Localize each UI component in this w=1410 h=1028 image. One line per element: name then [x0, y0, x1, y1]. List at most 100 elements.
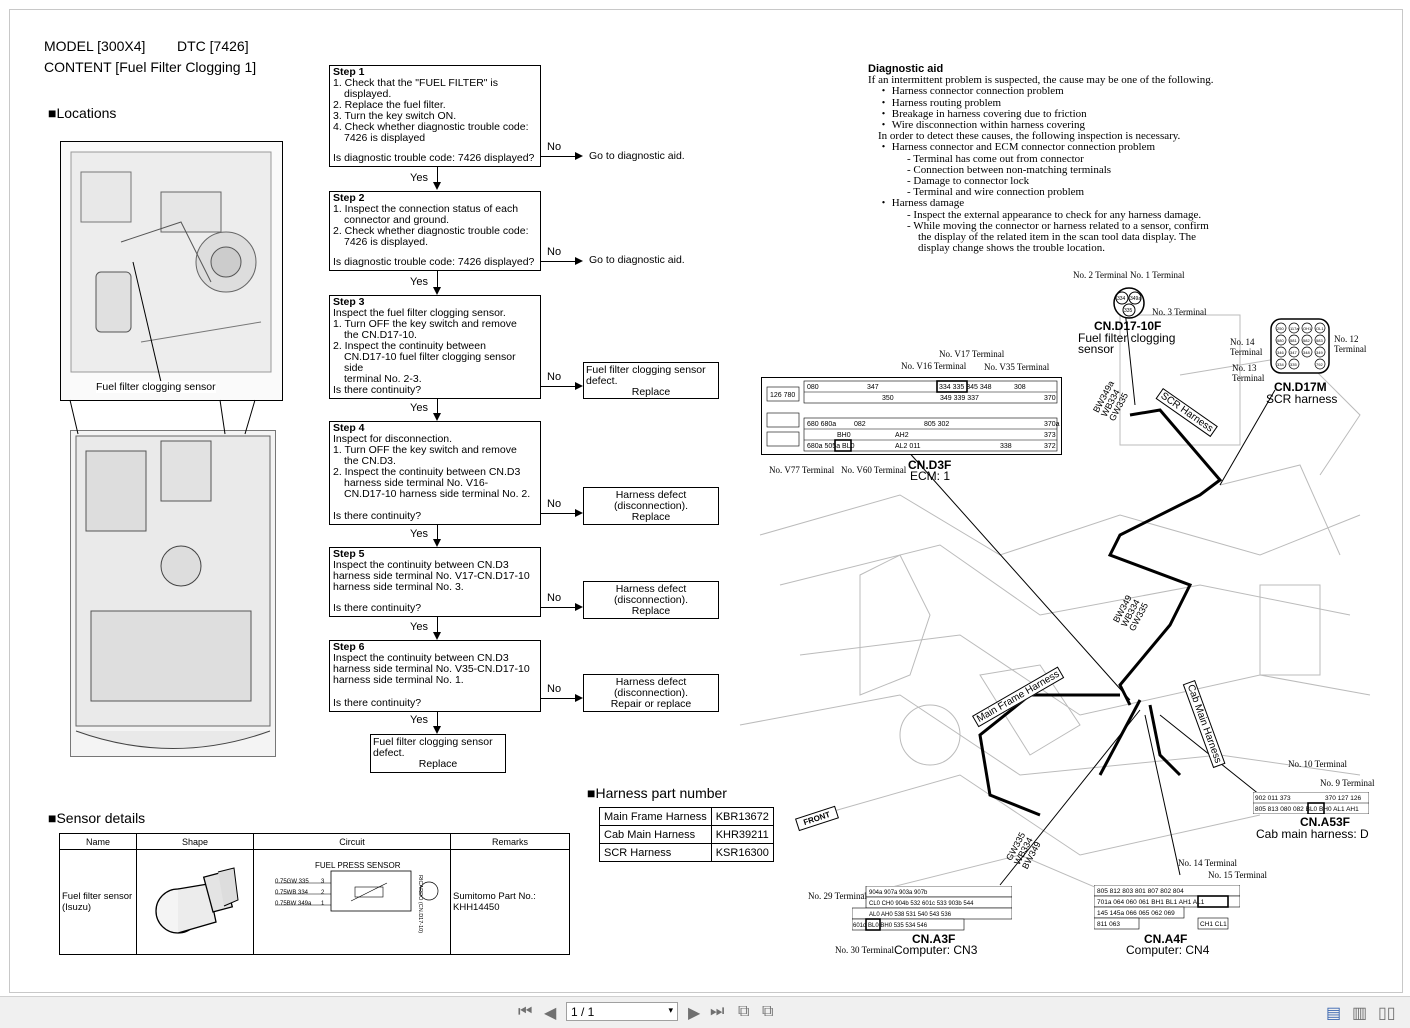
step-1-line: 1. Check that the "FUEL FILTER" is [333, 77, 499, 89]
step-1-line: displayed. [344, 88, 392, 100]
svg-text:350: 350 [882, 395, 894, 402]
cn-d17m-desc: SCR harness [1266, 392, 1338, 406]
tv77-label: No. V77 Terminal [769, 465, 835, 475]
step-2-line: 1. Inspect the connection status of each [333, 203, 519, 215]
pin-label: OL1 [1316, 326, 1324, 331]
cn-a4f-grid: 805 812 803 801 807 802 804 701a 064 060… [1093, 884, 1241, 930]
sensor-details-table: Name Shape Circuit Remarks Fuel filter s… [59, 833, 570, 955]
diag-line: - Damage to connector lock [907, 175, 1030, 188]
step-2-box: Step 2 1. Inspect the connection status … [329, 191, 541, 271]
diag-line: - Terminal has come out from connector [907, 152, 1084, 165]
page-number-value: 1 / 1 [571, 1005, 595, 1019]
svg-text:347: 347 [867, 384, 879, 391]
step-5-line: harness side terminal No. V17-CN.D17-10 [333, 570, 530, 582]
harness-part-cell: KHR39211 [710, 825, 774, 844]
step-3-line: 2. Inspect the continuity between [333, 340, 486, 352]
pin-label: 2 [321, 890, 325, 896]
engine-illustration [70, 151, 272, 383]
svg-text:805 812 803 801 807 802 804: 805 812 803 801 807 802 804 [1097, 888, 1184, 895]
svg-text:373: 373 [1044, 432, 1056, 439]
prev-page-icon[interactable]: ◀ [544, 1005, 557, 1022]
pin-label: 349 [1316, 350, 1323, 355]
svg-text:902 011 373: 902 011 373 [1255, 795, 1291, 802]
fit-width-icon[interactable]: ⧉ [762, 1003, 774, 1020]
step-4-line: CN.D17-10 harness side terminal No. 2. [344, 488, 531, 500]
diag-line: In order to detect these causes, the fol… [878, 130, 1181, 143]
dtc-label: DTC [7426] [177, 38, 249, 54]
pin-label: 334 [1277, 362, 1284, 367]
cn-a53f-desc: Cab main harness: D [1256, 827, 1369, 841]
table-row: Fuel filter sensor (Isuzu) FUEL PRESS SE… [59, 849, 570, 955]
step-3-line: the CN.D17-10. [344, 329, 417, 341]
harness-name-cell: Main Frame Harness [599, 807, 712, 826]
cn-d3f-title: CN.D3F [908, 458, 952, 472]
next-page-icon[interactable]: ▶ [688, 1005, 701, 1022]
yes-label: Yes [410, 621, 428, 633]
continuous-view-icon[interactable]: ▥ [1352, 1005, 1368, 1022]
header-circuit: Circuit [253, 833, 451, 850]
step-6-title: Step 6 [333, 641, 365, 653]
result-action: Replace [418, 758, 458, 770]
diag-aid-title: Diagnostic aid [868, 63, 944, 75]
callout-lines [69, 399, 256, 435]
svg-text:338: 338 [1000, 443, 1012, 450]
header-shape: Shape [136, 833, 254, 850]
page-number-input[interactable]: 1 / 1 ▾ [566, 1002, 678, 1021]
diag-line: ・ Wire disconnection within harness cove… [878, 119, 1085, 132]
first-page-icon[interactable]: ⏮ [518, 1003, 533, 1020]
yes-line [437, 712, 438, 726]
step-3-box: Step 3 Inspect the fuel filter clogging … [329, 295, 541, 399]
pin-label: 792 [1316, 362, 1323, 367]
pin-label: 250 [1277, 326, 1284, 331]
svg-text:370: 370 [1044, 395, 1056, 402]
yes-line [437, 617, 438, 632]
cn-d3f-connector: 126 780 080 347 334 335 345 348 308 350 … [761, 377, 1062, 455]
svg-text:080: 080 [807, 384, 819, 391]
d17m-t14: No. 14 Terminal [1230, 337, 1263, 357]
svg-text:AL2 011: AL2 011 [895, 443, 921, 450]
svg-text:CL0 CH0 904b 532 601c 533 903b: CL0 CH0 904b 532 601c 533 903b 544 [869, 901, 974, 907]
step-3-title: Step 3 [333, 296, 365, 308]
no-line [541, 156, 575, 157]
step-3-question: Is there continuity? [333, 384, 422, 396]
svg-text:680a 505a BL0: 680a 505a BL0 [807, 443, 855, 450]
tv60-label: No. V60 Terminal [841, 465, 907, 475]
result-step-5: Harness defect (disconnection). Replace [583, 581, 719, 619]
step-6-line: harness side terminal No. 1. [333, 674, 464, 686]
step-4-box: Step 4 Inspect for disconnection. 1. Tur… [329, 421, 541, 525]
two-page-view-icon[interactable]: ▯▯ [1378, 1005, 1396, 1022]
last-page-icon[interactable]: ⏭ [710, 1003, 725, 1020]
pin-label: 349a [1130, 296, 1141, 302]
diagnostic-aid: Diagnostic aid If an intermittent proble… [868, 63, 1214, 254]
harness-part-cell: KSR16300 [710, 843, 774, 862]
pin-label: OH1 [1303, 326, 1312, 331]
arrow-down [433, 413, 441, 421]
a4f-t14: No. 14 Terminal [1178, 858, 1237, 868]
goto-diag-2: Go to diagnostic aid. [589, 254, 685, 266]
d17m-t12: No. 12 Terminal [1334, 334, 1367, 354]
cn-d17m-title: CN.D17M [1274, 380, 1327, 394]
pin-label: 348 [1303, 350, 1310, 355]
result-action: Repair or replace [610, 698, 692, 710]
harness-name-cell: SCR Harness [599, 843, 712, 862]
harness-part-cell: KBR13672 [710, 807, 774, 826]
step-2-title: Step 2 [333, 192, 365, 204]
step-6-line: Inspect the continuity between CN.D3 [333, 652, 509, 664]
step-4-line: Inspect for disconnection. [333, 433, 453, 445]
svg-text:680 680a: 680 680a [807, 421, 836, 428]
a3f-t29: No. 29 Terminal [808, 891, 867, 901]
fit-page-icon[interactable]: ⧉ [738, 1003, 750, 1020]
single-page-view-icon[interactable]: ▤ [1326, 1005, 1342, 1022]
result-line: defect. [586, 375, 618, 387]
circuit-side-label: RICARDO (CN.D17-10) [417, 875, 423, 934]
machine-illustration [75, 435, 271, 749]
svg-text:811 063: 811 063 [1097, 921, 1120, 928]
locations-heading: ■Locations [48, 105, 117, 121]
location-caption: Fuel filter clogging sensor [96, 381, 216, 393]
circuit-lines [275, 870, 439, 912]
chevron-down-icon[interactable]: ▾ [668, 1005, 673, 1015]
arrow-right [575, 509, 583, 517]
cn-d17m-connector: 250 117a OH1 OL1 580 581 582 583 346 347… [1270, 318, 1330, 374]
result-line: Harness defect [615, 489, 687, 501]
